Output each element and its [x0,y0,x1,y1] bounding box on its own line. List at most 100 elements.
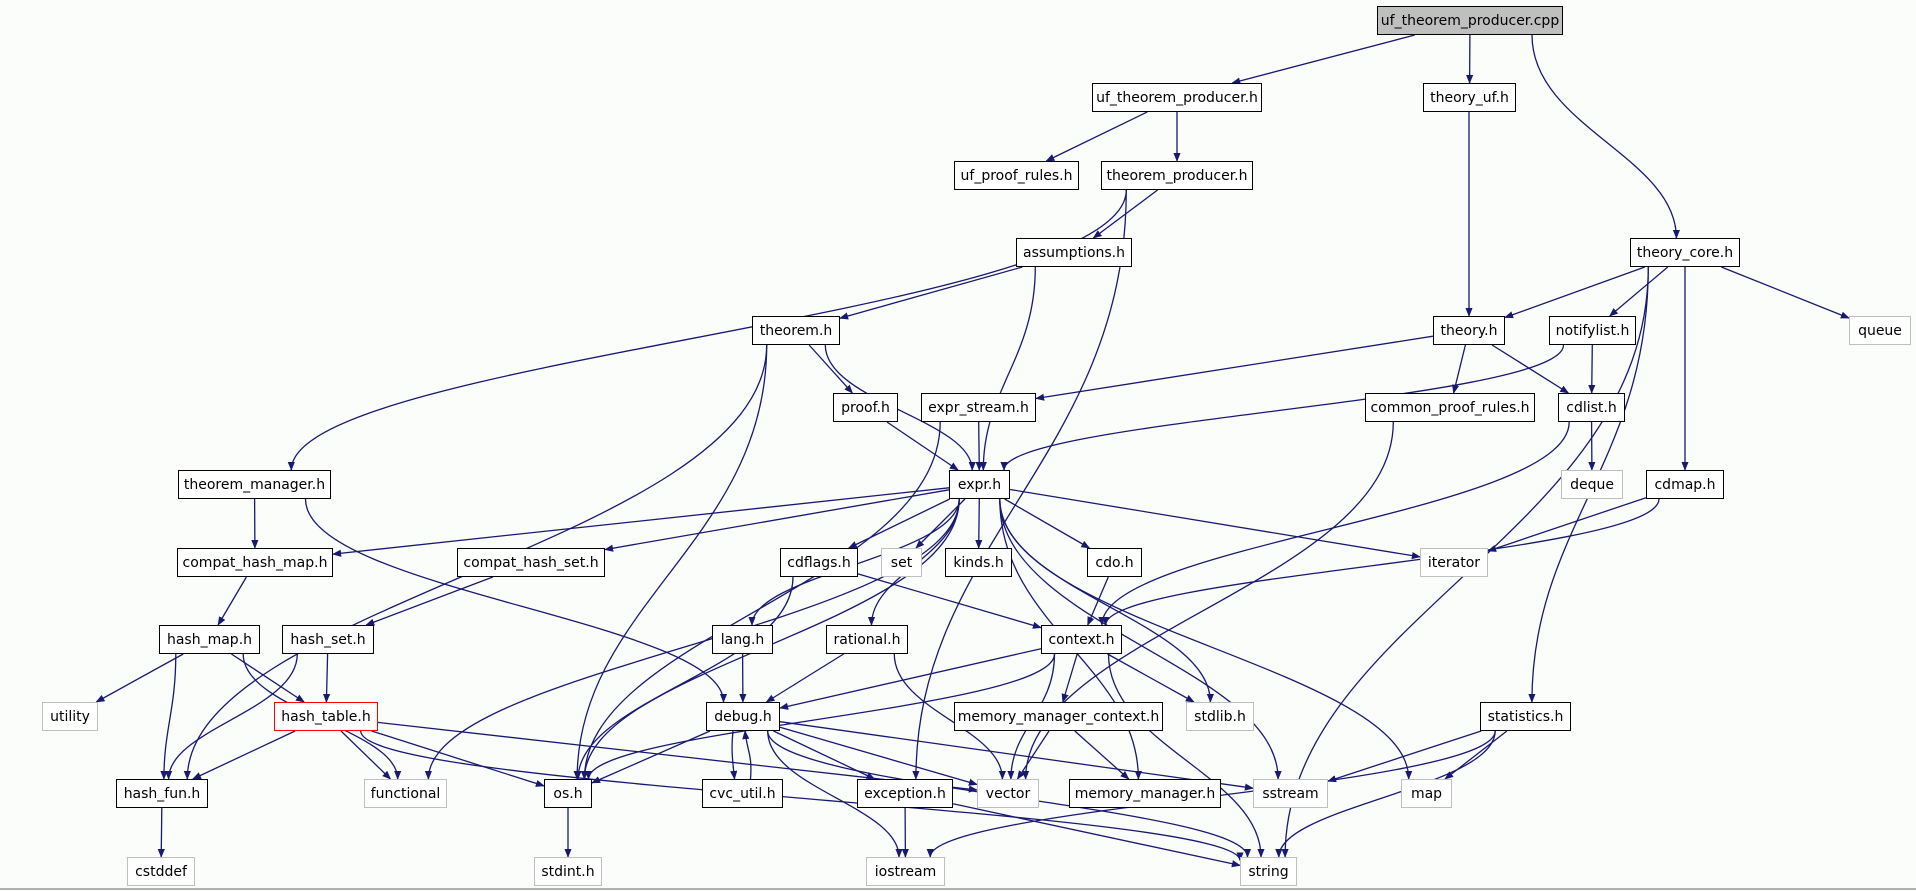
edge-hash-set-h-to-hash-table-h [323,653,331,703]
node-proof-h[interactable]: proof.h [833,393,898,422]
edge-expr-h-to-compat-hash-map-h [332,487,950,557]
edge-hash-table-h-to-vector [377,721,978,793]
node-cdflags-h[interactable]: cdflags.h [780,548,858,577]
node-os-h[interactable]: os.h [544,779,592,808]
node-expr-stream-h[interactable]: expr_stream.h [921,393,1036,422]
edge-debug-h-to-cvc-util-h [730,730,738,780]
node-theorem-producer-h[interactable]: theorem_producer.h [1101,161,1253,190]
edge-theory-h-to-common-proof-rules-h [1452,344,1467,394]
edge-cdmap-h-to-iterator [1487,497,1647,552]
edge-assumptions-h-to-theorem-h [839,266,1023,320]
edge-hash-table-h-to-string [360,730,1244,862]
node-cstddef: cstddef [127,857,195,886]
node-compat-hash-set-h[interactable]: compat_hash_set.h [457,548,605,577]
edge-context-h-to-debug-h [779,648,1042,710]
edge-notifylist-h-to-expr-h [1000,344,1565,471]
edge-statistics-h-to-sstream [1327,730,1482,783]
node-hash-fun-h[interactable]: hash_fun.h [116,779,208,808]
edge-hash-map-h-to-utility [95,653,184,703]
edge-cdflags-h-to-context-h [857,573,1042,629]
node-uf-theorem-producer-cpp[interactable]: uf_theorem_producer.cpp [1377,6,1563,35]
node-uf-theorem-producer-h[interactable]: uf_theorem_producer.h [1092,83,1262,112]
node-expr-h[interactable]: expr.h [949,470,1010,499]
node-cdmap-h[interactable]: cdmap.h [1646,470,1724,499]
node-theory-core-h[interactable]: theory_core.h [1630,238,1740,267]
edge-theorem-h-to-os-h [573,344,768,780]
node-theory-uf-h[interactable]: theory_uf.h [1423,83,1516,112]
node-kinds-h[interactable]: kinds.h [945,548,1012,577]
edge-hash-map-h-to-hash-table-h [231,653,305,703]
edge-uf-theorem-producer-h-to-uf-proof-rules-h [1045,111,1148,162]
node-map: map [1401,779,1452,808]
node-context-h[interactable]: context.h [1041,625,1122,654]
node-utility: utility [42,702,98,731]
node-common-proof-rules-h[interactable]: common_proof_rules.h [1365,393,1535,422]
node-vector: vector [977,779,1039,808]
edge-theory-core-h-to-theory-h [1504,266,1646,319]
edge-cdlist-h-to-context-h [1098,421,1570,626]
edge-hash-table-h-to-os-h [371,730,545,787]
edge-memory-manager-context-h-to-memory-manager-h [1074,730,1130,780]
node-debug-h[interactable]: debug.h [706,702,780,731]
edge-compat-hash-set-h-to-hash-set-h [365,576,494,626]
edge-debug-h-to-vector [779,726,978,786]
node-hash-table-h[interactable]: hash_table.h [274,702,378,731]
node-cvc-util-h[interactable]: cvc_util.h [702,779,783,808]
edge-expr-h-to-cdflags-h [847,498,950,549]
node-lang-h[interactable]: lang.h [712,625,773,654]
node-iterator: iterator [1420,548,1488,577]
node-set: set [881,548,922,577]
bottom-divider [0,888,1916,890]
node-functional: functional [364,779,447,808]
edge-memory-manager-context-h-to-vector [1016,730,1050,780]
edge-hash-fun-h-to-cstddef [157,807,165,858]
edge-expr-h-to-map [999,498,1413,780]
edge-cdo-h-to-context-h [1087,576,1109,626]
node-stdint-h: stdint.h [534,857,602,886]
edge-cdmap-h-to-context-h [1102,498,1660,626]
node-queue: queue [1849,316,1911,345]
edge-expr-h-to-stdlib-h [999,498,1214,703]
node-uf-proof-rules-h[interactable]: uf_proof_rules.h [954,161,1079,190]
node-cdlist-h[interactable]: cdlist.h [1558,393,1625,422]
edge-theory-core-h-to-notifylist-h [1609,266,1669,317]
edge-context-h-to-os-h [584,653,1056,780]
edge-hash-map-h-to-hash-fun-h [160,653,177,780]
node-hash-map-h[interactable]: hash_map.h [159,625,260,654]
edge-debug-h-to-sstream [779,721,1254,791]
node-statistics-h[interactable]: statistics.h [1480,702,1571,731]
edge-theory-core-h-to-queue [1721,266,1850,319]
node-deque: deque [1561,470,1623,499]
edge-context-h-to-string [1107,653,1265,858]
edge-theorem-manager-h-to-debug-h [304,498,728,703]
edge-compat-hash-map-h-to-hash-map-h [217,576,247,626]
edge-expr-h-to-functional [424,498,960,780]
node-memory-manager-h[interactable]: memory_manager.h [1069,779,1221,808]
node-theorem-manager-h[interactable]: theorem_manager.h [178,470,331,499]
node-theorem-h[interactable]: theorem.h [752,316,840,345]
edge-rational-h-to-vector [893,653,1006,780]
edge-statistics-h-to-string [1275,730,1496,858]
edge-theory-h-to-expr-stream-h [1035,335,1434,401]
node-cdo-h[interactable]: cdo.h [1087,548,1142,577]
node-exception-h[interactable]: exception.h [857,779,953,808]
edge-cvc-util-h-to-debug-h [742,730,752,780]
node-hash-set-h[interactable]: hash_set.h [282,625,374,654]
node-rational-h[interactable]: rational.h [826,625,908,654]
edge-debug-h-to-iostream [767,730,903,858]
node-notifylist-h[interactable]: notifylist.h [1549,316,1636,345]
edge-uf-theorem-producer-cpp-to-theory-core-h [1531,34,1680,239]
edge-notifylist-h-to-cdlist-h [1588,344,1596,394]
node-theory-h[interactable]: theory.h [1433,316,1505,345]
node-sstream: sstream [1253,779,1328,808]
edge-hash-set-h-to-hash-fun-h [165,653,298,780]
edge-debug-h-to-os-h [591,730,711,784]
node-memory-manager-context-h[interactable]: memory_manager_context.h [954,702,1163,731]
edge-expr-h-to-sstream [999,498,1282,780]
node-compat-hash-map-h[interactable]: compat_hash_map.h [177,548,333,577]
edge-statistics-h-to-map [1444,730,1508,780]
node-iostream: iostream [866,857,945,886]
edge-theorem-h-to-proof-h [808,344,854,394]
node-assumptions-h[interactable]: assumptions.h [1016,238,1132,267]
